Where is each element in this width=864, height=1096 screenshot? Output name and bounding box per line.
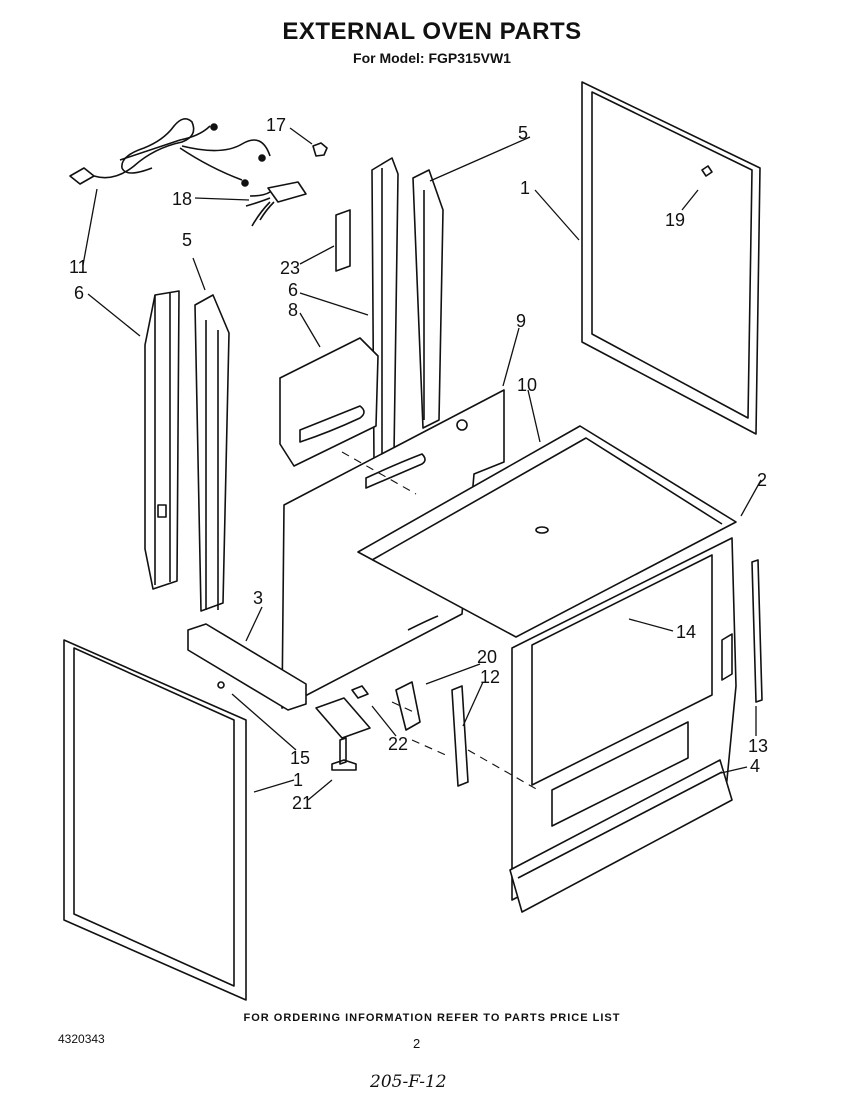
alignment-lines: [341, 451, 539, 791]
top-panel-part-10: [357, 425, 737, 638]
callout-3: 3: [253, 588, 264, 608]
bracket-20-part: [395, 681, 421, 731]
left-side-rail-6: [144, 290, 180, 590]
document-number: 4320343: [58, 1032, 105, 1046]
power-cord-part: [69, 118, 271, 187]
callout-11: 11: [69, 257, 88, 277]
wire-harness-part: [245, 181, 307, 227]
callout-18: 18: [172, 189, 193, 209]
callout-4: 4: [750, 756, 761, 776]
clip-22-part: [351, 685, 369, 699]
leveling-leg-21: [331, 737, 357, 771]
rail-12-part: [451, 685, 469, 787]
callout-22: 22: [388, 734, 409, 754]
callout-6-center: 6: [288, 280, 299, 300]
callout-5-left: 5: [182, 230, 193, 250]
foot-bracket-part: [315, 697, 371, 739]
clip-19-part: [701, 165, 713, 177]
callout-20: 20: [477, 647, 498, 667]
burner-box-part-8: [279, 337, 379, 467]
callout-17: 17: [266, 115, 287, 135]
handwritten-code: 205-F-12: [370, 1072, 447, 1092]
callout-21: 21: [292, 793, 313, 813]
callout-5-upper: 5: [518, 123, 529, 143]
small-clip-part: [312, 142, 328, 157]
screw-15-part: [217, 681, 225, 689]
callout-2: 2: [757, 470, 768, 490]
callout-8: 8: [288, 300, 299, 320]
side-panel-left-1: [63, 639, 247, 1001]
callout-15: 15: [290, 748, 311, 768]
ordering-info-note: FOR ORDERING INFORMATION REFER TO PARTS …: [243, 1012, 621, 1024]
callout-1-upper: 1: [520, 178, 531, 198]
callout-19: 19: [665, 210, 686, 230]
callout-10: 10: [517, 375, 538, 395]
page-title: EXTERNAL OVEN PARTS: [282, 18, 582, 45]
callout-23: 23: [280, 258, 301, 278]
side-panel-right-1: [581, 81, 761, 435]
leader-lines: [82, 127, 762, 801]
page-number: 2: [413, 1036, 421, 1051]
left-rail-5: [194, 294, 230, 612]
trim-strip-part-13: [751, 559, 763, 703]
callout-9: 9: [516, 311, 527, 331]
callout-12: 12: [480, 667, 501, 687]
callout-13: 13: [748, 736, 769, 756]
bracket-23-part: [335, 209, 351, 272]
bottom-trim-part-4: [509, 759, 733, 913]
model-subtitle: For Model: FGP315VW1: [353, 50, 511, 66]
center-rail-5: [412, 169, 444, 429]
callout-1-lower: 1: [293, 770, 304, 790]
callout-6-left: 6: [74, 283, 85, 303]
bottom-brace-part-3: [187, 623, 307, 711]
callout-14: 14: [676, 622, 697, 642]
